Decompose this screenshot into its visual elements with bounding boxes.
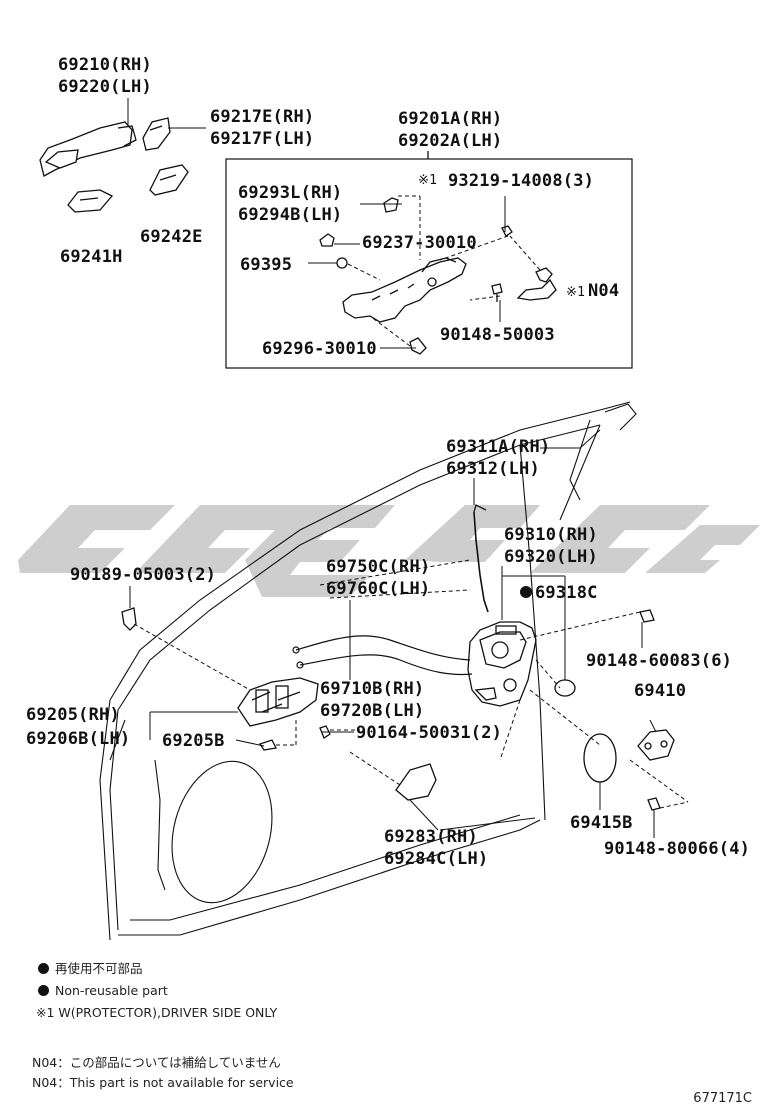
label-bolt-90148-60083: 90148-60083(6) [586, 651, 733, 671]
label-pad-69242e: 69242E [140, 227, 203, 247]
lock-rod [473, 511, 489, 613]
part-69237-shape [319, 233, 335, 247]
watermark-logo [18, 505, 760, 597]
bushing-69318c [554, 679, 576, 697]
label-pad-69241h: 69241H [60, 247, 123, 267]
door-cables [292, 635, 473, 676]
note-n04-en: N04：This part is not available for servi… [32, 1075, 294, 1090]
label-bolt-90148-50003: 90148-50003 [440, 325, 555, 345]
label-plate-69415b: 69415B [570, 813, 633, 833]
bolt-90148-80066-shape [647, 797, 661, 811]
label-striker-69410: 69410 [634, 681, 687, 701]
door-panel [99, 401, 637, 941]
legend-bullet-en [38, 985, 49, 996]
label-note1-mark: ※1 [418, 173, 438, 188]
label-outer-handle-rh: 69210(RH) [58, 55, 152, 75]
clip-69293 [383, 197, 399, 213]
label-part-69395: 69395 [240, 255, 293, 275]
handle-pad-69241 [67, 189, 114, 213]
label-part-69237: 69237-30010 [362, 233, 477, 253]
label-part-69318c: 69318C [520, 582, 598, 604]
label-clip-lh: 69294B(LH) [238, 205, 343, 225]
note-n04-jp: N04：この部品については補給していません [32, 1055, 281, 1070]
label-clip-90189: 90189-05003(2) [70, 565, 217, 585]
label-protector-code: N04 [588, 281, 620, 301]
label-screw-90164: 90164-50031(2) [356, 723, 503, 743]
note-protector: ※1 W(PROTECTOR),DRIVER SIDE ONLY [36, 1005, 278, 1020]
door-cover-69283 [395, 763, 437, 801]
label-cover-lh: 69217F(LH) [210, 129, 315, 149]
label-screw-93219: 93219-14008(3) [448, 171, 595, 191]
note-nonreusable-jp-text: 再使用不可部品 [55, 961, 143, 976]
bolt-90148-50003-shape [491, 283, 503, 302]
label-cover2-rh: 69283(RH) [384, 827, 478, 847]
label-cable-lh: 69760C(LH) [326, 579, 431, 599]
handle-cover [142, 117, 171, 151]
inner-handle [237, 677, 319, 727]
note-nonreusable-en-text: Non-reusable part [55, 983, 168, 998]
label-part-69318c-text: 69318C [535, 583, 598, 603]
non-reusable-bullet [520, 586, 532, 598]
part-69395-shape [336, 257, 348, 269]
label-part-69205b: 69205B [162, 731, 225, 751]
screw-69296-shape [409, 337, 427, 355]
handle-pad-69242 [149, 164, 189, 196]
label-frame-lh: 69202A(LH) [398, 131, 503, 151]
screw-93219-shape [501, 225, 513, 237]
bolt-90148-60083-shape [639, 609, 655, 623]
label-inner-handle-lh: 69206B(LH) [26, 729, 131, 749]
label-outer-handle-lh: 69220(LH) [58, 77, 152, 97]
handle-frame [342, 257, 467, 323]
part-69205b-shape [258, 739, 277, 751]
clip-90189-shape [121, 607, 137, 631]
label-protector-mark: ※1 [566, 285, 586, 300]
label-cover-rh: 69217E(RH) [210, 107, 315, 127]
label-rod-rh: 69311A(RH) [446, 437, 551, 457]
label-cover2-lh: 69284C(LH) [384, 849, 489, 869]
label-rod-lh: 69312(LH) [446, 459, 540, 479]
outer-handle [39, 121, 137, 177]
plate-69415b [583, 733, 617, 783]
label-cable2-rh: 69710B(RH) [320, 679, 425, 699]
label-bolt-90148-80066: 90148-80066(4) [604, 839, 751, 859]
label-cable-rh: 69750C(RH) [326, 557, 431, 577]
note-nonreusable-jp: 再使用不可部品 [38, 960, 143, 978]
legend-bullet-jp [38, 963, 49, 974]
label-screw-69296: 69296-30010 [262, 339, 377, 359]
label-lock-rh: 69310(RH) [504, 525, 598, 545]
screw-90164-shape [319, 725, 331, 739]
protector-shape [516, 278, 557, 301]
frame-assembly-box [225, 158, 633, 369]
label-cable2-lh: 69720B(LH) [320, 701, 425, 721]
striker-69410 [637, 729, 675, 761]
door-lock-assembly [467, 621, 537, 707]
label-inner-handle-rh: 69205(RH) [26, 705, 120, 725]
diagram-code: 677171C [693, 1091, 752, 1106]
label-lock-lh: 69320(LH) [504, 547, 598, 567]
label-clip-rh: 69293L(RH) [238, 183, 343, 203]
note-nonreusable-en: Non-reusable part [38, 982, 168, 1000]
label-frame-rh: 69201A(RH) [398, 109, 503, 129]
